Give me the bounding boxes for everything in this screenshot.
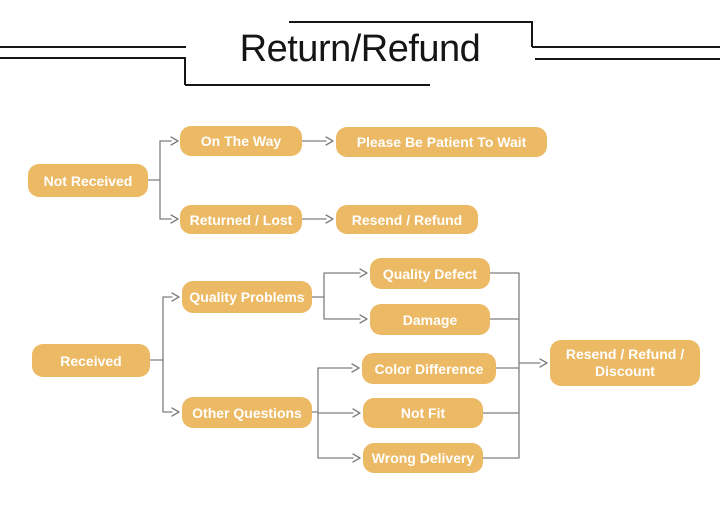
node-resend-refund: Resend / Refund: [336, 205, 478, 234]
node-on-the-way: On The Way: [180, 126, 302, 156]
node-color-difference: Color Difference: [362, 353, 496, 384]
node-other-questions: Other Questions: [182, 397, 312, 428]
node-not-received: Not Received: [28, 164, 148, 197]
title-rule-lines: [0, 21, 720, 86]
node-not-fit: Not Fit: [363, 398, 483, 428]
node-please-be-patient-to-wait: Please Be Patient To Wait: [336, 127, 547, 157]
flow-connector-lines: [147, 136, 548, 463]
page-title: Return/Refund: [239, 28, 481, 70]
node-received: Received: [32, 344, 150, 377]
node-returned-lost: Returned / Lost: [180, 205, 302, 234]
node-damage: Damage: [370, 304, 490, 335]
node-wrong-delivery: Wrong Delivery: [363, 443, 483, 473]
node-quality-defect: Quality Defect: [370, 258, 490, 289]
node-quality-problems: Quality Problems: [182, 281, 312, 313]
node-resend-refund-discount: Resend / Refund / Discount: [550, 340, 700, 386]
